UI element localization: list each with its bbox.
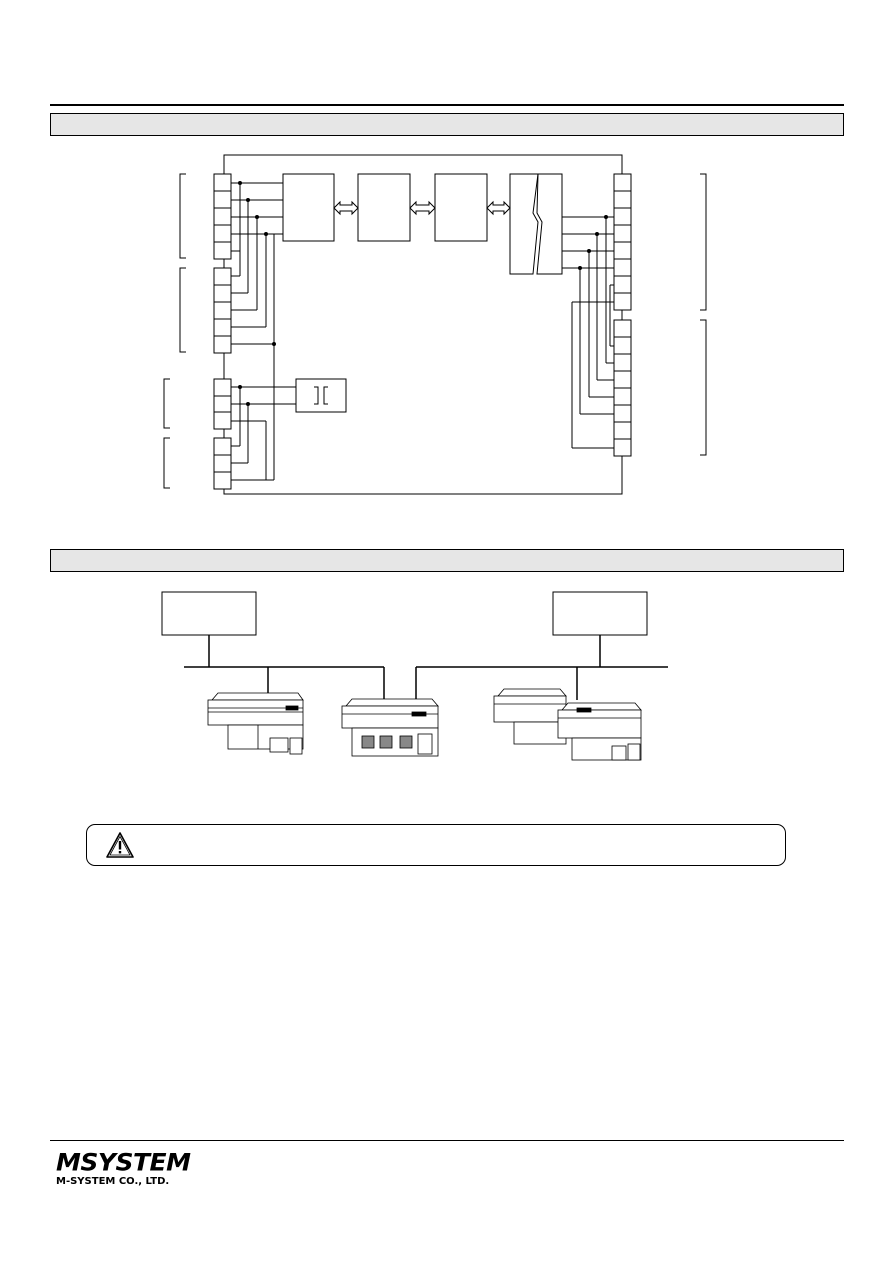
company-logo: MSYSTEM M-SYSTEM CO., LTD. (56, 1150, 191, 1188)
double-arrow-2 (409, 200, 436, 216)
left-bracket-3 (163, 378, 170, 429)
footer-rule (50, 1140, 844, 1141)
host-device-box-left (161, 591, 257, 636)
terminal-block-right-1 (613, 173, 632, 311)
company-name: M-SYSTEM CO., LTD. (56, 1176, 170, 1187)
left-bracket-1 (179, 173, 186, 259)
io-module-device-1 (207, 692, 304, 755)
warning-box (86, 824, 786, 866)
terminal-block-left-1 (213, 173, 232, 260)
double-arrow-1 (333, 200, 359, 216)
terminal-block-left-3 (213, 378, 232, 430)
io-module-device-2 (341, 698, 439, 757)
io-module-device-3 (493, 688, 642, 761)
left-bracket-4 (163, 437, 170, 489)
section-header-system-configuration (50, 549, 844, 572)
terminal-block-right-2 (613, 319, 632, 457)
section-header-block-diagram (50, 113, 844, 136)
right-bracket-1 (700, 173, 707, 311)
left-bracket-2 (179, 267, 186, 353)
top-rule (50, 104, 844, 106)
host-device-box-right (552, 591, 648, 636)
right-bracket-2 (700, 319, 707, 456)
logo-wordmark: MSYSTEM (56, 1148, 191, 1177)
isolation-block (509, 173, 563, 275)
double-arrow-3 (486, 200, 511, 216)
power-wiring (231, 385, 296, 481)
left-wiring (231, 181, 283, 480)
warning-triangle-icon (106, 832, 134, 858)
right-wiring (562, 215, 614, 449)
transformer-block (295, 378, 347, 413)
